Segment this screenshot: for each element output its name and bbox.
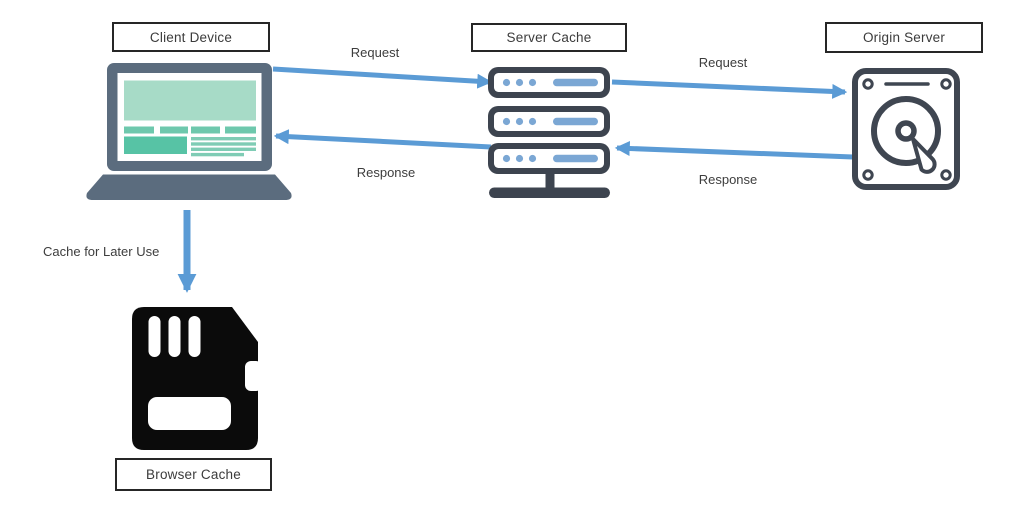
request-label-client-to-cache: Request (350, 45, 400, 60)
laptop-icon (86, 63, 292, 200)
browser-cache-label: Browser Cache (146, 467, 241, 482)
request-label-cache-to-origin: Request (698, 55, 748, 70)
request-arrow-client-to-cache (272, 66, 493, 89)
origin-server-label-box: Origin Server (825, 22, 983, 53)
response-label-cache-to-client: Response (356, 165, 416, 180)
client-device-label: Client Device (149, 29, 233, 45)
response-arrow-origin-to-cache (614, 140, 854, 160)
request-arrow-cache-to-origin (611, 79, 848, 99)
response-label-origin-to-cache: Response (698, 172, 758, 187)
cache-for-later-use-label: Cache for Later Use (43, 244, 160, 259)
hard-drive-icon (852, 68, 960, 190)
server-cache-label: Server Cache (506, 30, 592, 45)
browser-cache-label-box: Browser Cache (115, 458, 272, 491)
origin-server-label: Origin Server (862, 30, 946, 45)
server-cache-label-box: Server Cache (471, 23, 627, 52)
response-arrow-cache-to-client (273, 129, 492, 150)
server-stack-icon (488, 67, 610, 198)
sd-card-icon (132, 307, 262, 450)
client-device-label-box: Client Device (112, 22, 270, 52)
